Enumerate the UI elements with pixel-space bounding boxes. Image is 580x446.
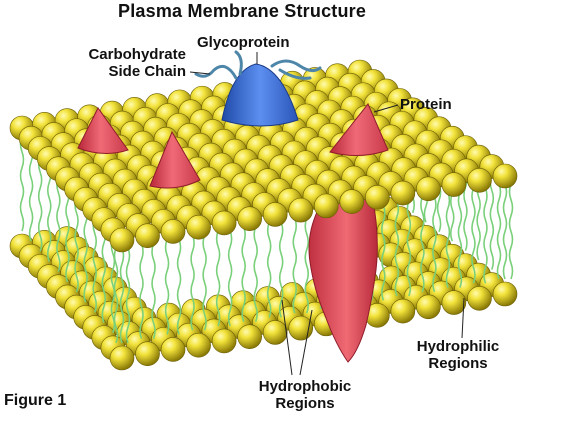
label-carbohydrate-side-chain: Carbohydrate Side Chain (66, 46, 186, 80)
protein-cone-right (329, 103, 389, 156)
lipid-tail (457, 192, 463, 288)
transmembrane-protein (308, 173, 378, 363)
lipid-tail (83, 206, 88, 303)
glycoprotein-shape (221, 63, 299, 127)
lipid-tail (46, 166, 52, 262)
label-carbohydrate-line2: Side Chain (108, 63, 186, 80)
lipid-tail (502, 183, 508, 280)
lipid-head-upper (135, 223, 160, 249)
lipid-head-upper (492, 163, 518, 189)
lipid-tail (508, 183, 514, 280)
label-hydrophilic-line2: Regions (428, 355, 488, 372)
diagram-title: Plasma Membrane Structure (118, 1, 367, 21)
protein-cone-left (77, 107, 129, 154)
lipid-tail (37, 156, 43, 252)
lipid-tail (253, 226, 258, 322)
lipid-tail (406, 200, 412, 297)
label-hydrophilic-regions: Hydrophilic Regions (408, 338, 508, 372)
lipid-tail (56, 176, 61, 273)
lipid-tail (151, 243, 156, 340)
lipid-head-lower (288, 315, 314, 341)
protein-cone-middle (149, 130, 201, 189)
lipid-head-upper (441, 172, 467, 197)
lipid-tail (496, 183, 502, 280)
lipid-tail (110, 237, 116, 334)
leader-lines (189, 52, 465, 376)
label-hydrophobic-line1: Hydrophobic (258, 378, 352, 395)
carbohydrate-chains (194, 50, 322, 80)
lipid-tail (202, 234, 207, 331)
lipid-tail (381, 205, 386, 301)
lipid-tail (19, 135, 25, 232)
lipid-tail (215, 230, 221, 327)
lipid-head-lower (416, 294, 441, 320)
lipid-tail (483, 187, 488, 284)
lipid-head-upper (467, 167, 492, 193)
lipid-tail (432, 196, 437, 293)
lipid-tail (489, 174, 495, 270)
lipid-head-lower (211, 328, 237, 354)
label-protein: Protein (400, 96, 452, 113)
lipid-tail (394, 200, 400, 297)
lipid-tail (292, 217, 298, 314)
lipid-head-upper (237, 206, 262, 231)
lipid-tail (471, 187, 476, 284)
lipid-tail (241, 226, 246, 322)
lipid-head-lower (135, 341, 160, 367)
lipid-head-lower (492, 281, 518, 307)
lipid-head-lower (109, 345, 135, 371)
lipid-head-upper (186, 214, 211, 240)
lipid-tail (65, 186, 70, 283)
lipid-tail (227, 230, 233, 327)
lipid-tail (164, 239, 170, 335)
lipid-head-lower (160, 337, 186, 362)
lipid-tail (278, 222, 284, 318)
label-hydrophilic-line1: Hydrophilic (416, 338, 500, 355)
lipid-tail (92, 217, 98, 313)
lipid-tail (74, 196, 79, 293)
lipid-tail (125, 247, 131, 344)
label-hydrophobic-regions: Hydrophobic Regions (250, 378, 360, 412)
lipid-tail (139, 243, 144, 340)
lipid-tail (304, 217, 310, 314)
lipid-tail (445, 192, 451, 288)
lipid-head-upper (262, 202, 288, 227)
lipid-head-upper (339, 189, 365, 214)
lipid-tail (420, 196, 425, 293)
lipid-head-upper (211, 210, 237, 236)
lipid-tail (266, 222, 272, 318)
lipid-head-lower (262, 320, 288, 345)
lipid-head-upper (365, 185, 390, 210)
lipid-head-upper (416, 176, 441, 202)
lipid-head-upper (390, 180, 416, 206)
label-hydrophobic-line2: Regions (275, 395, 335, 412)
lipid-tail (119, 247, 125, 344)
lipid-head-lower (390, 298, 416, 324)
lipid-tail (28, 145, 34, 242)
lipid-head-upper (288, 197, 314, 223)
lipid-tail (101, 227, 107, 323)
lipid-tail (176, 239, 182, 335)
lipid-head-lower (186, 332, 211, 358)
label-glycoprotein: Glycoprotein (197, 34, 290, 51)
lipid-head-lower (441, 290, 467, 315)
lipid-head-upper (109, 227, 135, 253)
lipid-head-upper (160, 219, 186, 244)
lipid-head-upper (313, 193, 339, 219)
label-carbohydrate-line1: Carbohydrate (88, 46, 186, 63)
lipid-tail (190, 234, 195, 331)
figure-caption: Figure 1 (4, 392, 67, 409)
lipid-head-lower (467, 285, 492, 311)
lipid-head-lower (237, 324, 262, 349)
lipid-tail (113, 247, 119, 344)
